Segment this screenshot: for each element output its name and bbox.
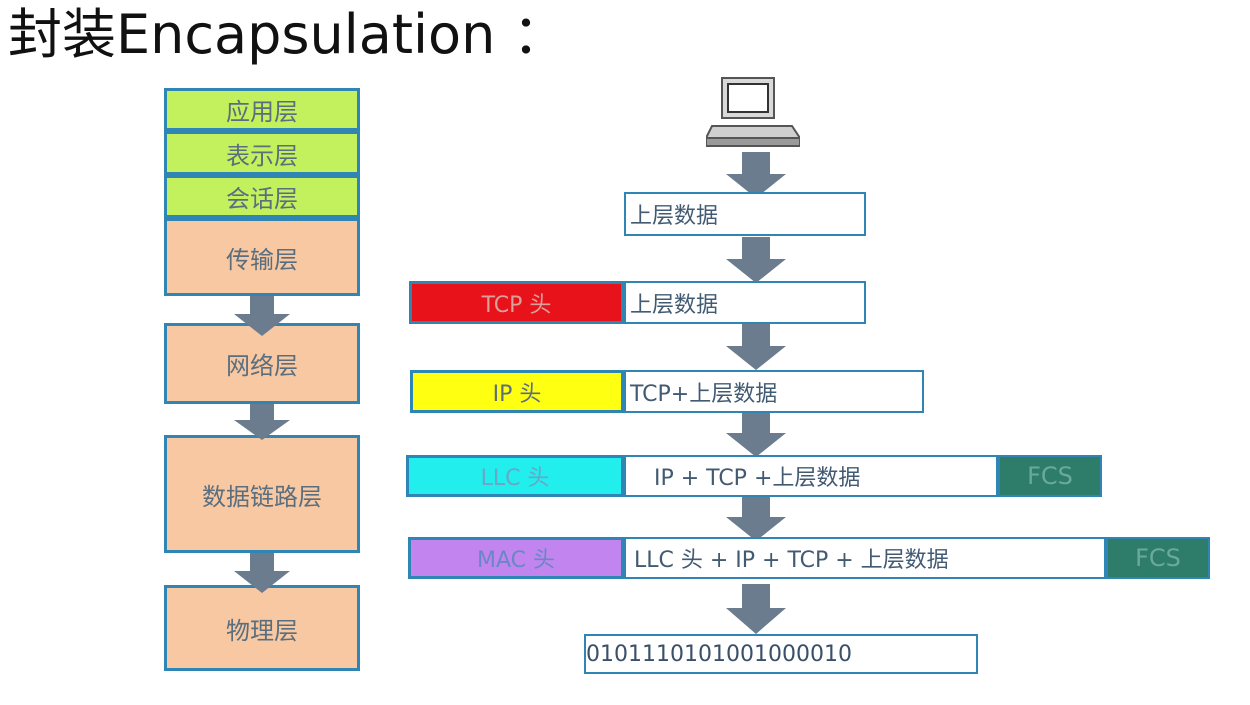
down-arrow-icon — [726, 152, 786, 198]
down-arrow-icon — [726, 324, 786, 370]
down-arrow-icon — [726, 584, 786, 634]
ip-header-block: IP 头 — [410, 370, 624, 413]
layer-physical: 物理层 — [164, 585, 360, 671]
llc-fcs-block: FCS — [998, 455, 1102, 497]
down-arrow-icon — [234, 404, 290, 440]
mac-fcs-block: FCS — [1106, 537, 1210, 579]
tcp-data-block: 上层数据 — [624, 281, 866, 324]
layer-presentation: 表示层 — [164, 131, 360, 175]
llc-data-block: IP + TCP +上层数据 — [624, 455, 998, 497]
page-title: 封装Encapsulation ： — [8, 3, 567, 66]
mac-header-block: MAC 头 — [408, 537, 624, 579]
down-arrow-icon — [234, 553, 290, 593]
computer-icon — [706, 77, 800, 147]
upper-data-block: 上层数据 — [624, 192, 866, 236]
down-arrow-icon — [726, 237, 786, 283]
tcp-header-block: TCP 头 — [409, 281, 624, 324]
down-arrow-icon — [726, 495, 786, 541]
mac-data-block: LLC 头 + IP + TCP + 上层数据 — [624, 537, 1106, 579]
layer-data-link: 数据链路层 — [164, 435, 360, 553]
layer-application: 应用层 — [164, 88, 360, 131]
bitstream-block: 010111010100100001​0 — [584, 634, 978, 674]
down-arrow-icon — [726, 411, 786, 457]
llc-header-block: LLC 头 — [406, 455, 624, 497]
layer-session: 会话层 — [164, 175, 360, 218]
ip-data-block: TCP+上层数据 — [624, 370, 924, 413]
down-arrow-icon — [234, 296, 290, 336]
layer-transport: 传输层 — [164, 218, 360, 296]
